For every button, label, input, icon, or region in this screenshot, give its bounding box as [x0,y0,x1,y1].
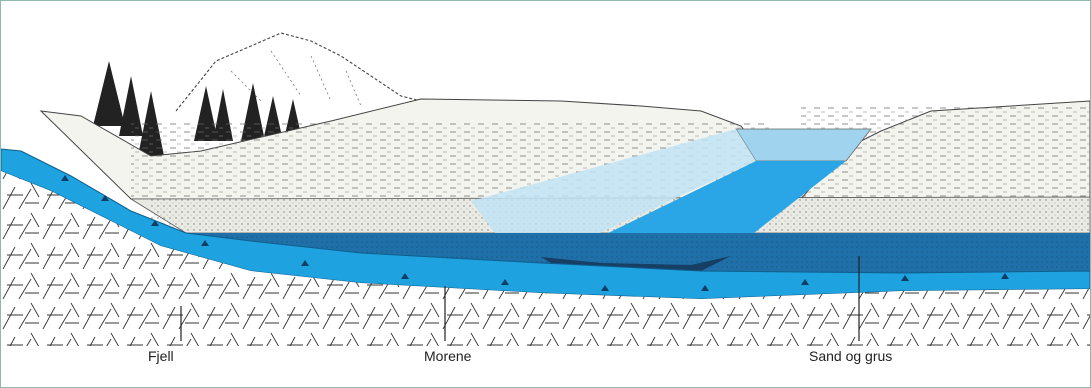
label-morene: Morene [424,348,471,364]
mountain-sketch [176,33,421,111]
label-fjell: Fjell [148,348,174,364]
label-sand-og-grus: Sand og grus [809,348,892,364]
